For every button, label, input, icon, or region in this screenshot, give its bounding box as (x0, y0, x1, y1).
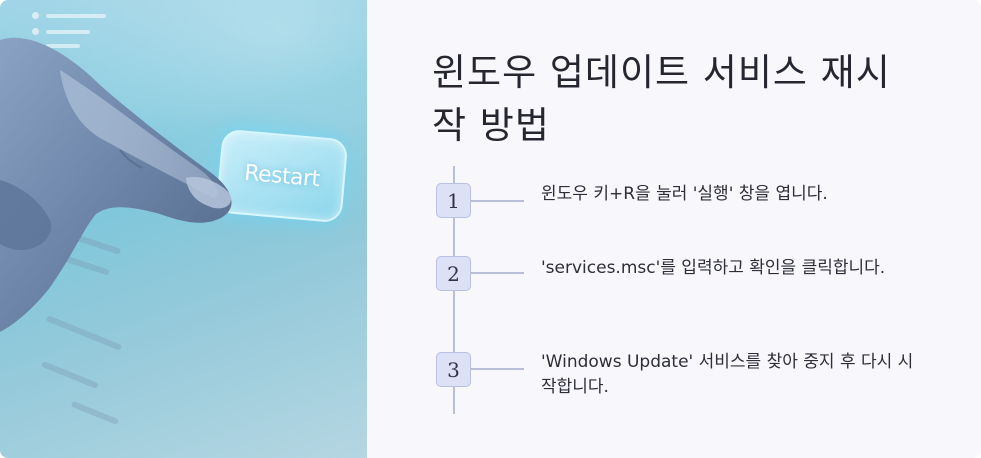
step-text-3: 'Windows Update' 서비스를 찾아 중지 후 다시 시작합니다. (541, 352, 914, 397)
hero-menu-dot (32, 28, 39, 35)
hero-menu-line (46, 44, 80, 48)
step-number-3: 3 (436, 352, 471, 387)
step-connector (470, 200, 524, 202)
hero-menu-line (46, 14, 106, 18)
step-number-1: 1 (436, 183, 471, 218)
step-connector (470, 272, 524, 274)
hero-image: Restart (0, 0, 367, 458)
step-number-2: 2 (436, 256, 471, 291)
step-connector (470, 368, 524, 370)
pointing-hand-icon (0, 37, 232, 332)
hero-menu-dot (32, 12, 39, 19)
hero-menu-line (46, 30, 90, 34)
page-title: 윈도우 업데이트 서비스 재시작 방법 (432, 51, 891, 147)
step-text-1: 윈도우 키+R을 눌러 '실행' 창을 엽니다. (541, 184, 828, 204)
step-text-2: 'services.msc'를 입력하고 확인을 클릭합니다. (541, 258, 886, 278)
